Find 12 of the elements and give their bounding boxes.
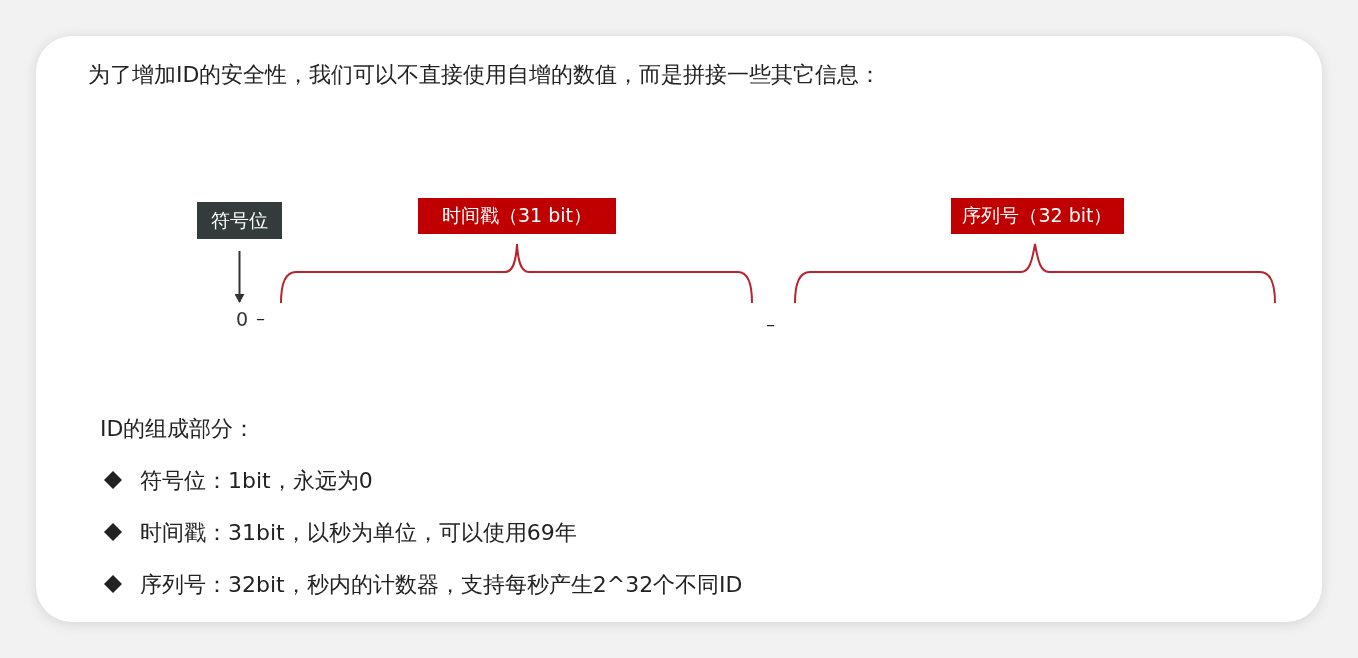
bit-value: 0: [232, 306, 252, 332]
bullet-text: 时间戳：31bit，以秒为单位，可以使用69年: [140, 519, 577, 547]
heading-text: 为了增加ID的安全性，我们可以不直接使用自增的数值，而是拼接一些其它信息：: [88, 61, 882, 89]
bullet-text: 序列号：32bit，秒内的计数器，支持每秒产生2^32个不同ID: [140, 571, 743, 599]
label-box: 时间戳（31 bit）: [418, 198, 616, 234]
label-box: 序列号（32 bit）: [951, 198, 1124, 234]
arrow: [234, 250, 245, 303]
dash-mark: –: [256, 307, 265, 328]
dash-mark: –: [766, 313, 775, 334]
bullet-text: 符号位：1bit，永远为0: [140, 467, 373, 495]
label-box: 符号位: [197, 202, 282, 239]
section-heading: ID的组成部分：: [100, 415, 256, 443]
